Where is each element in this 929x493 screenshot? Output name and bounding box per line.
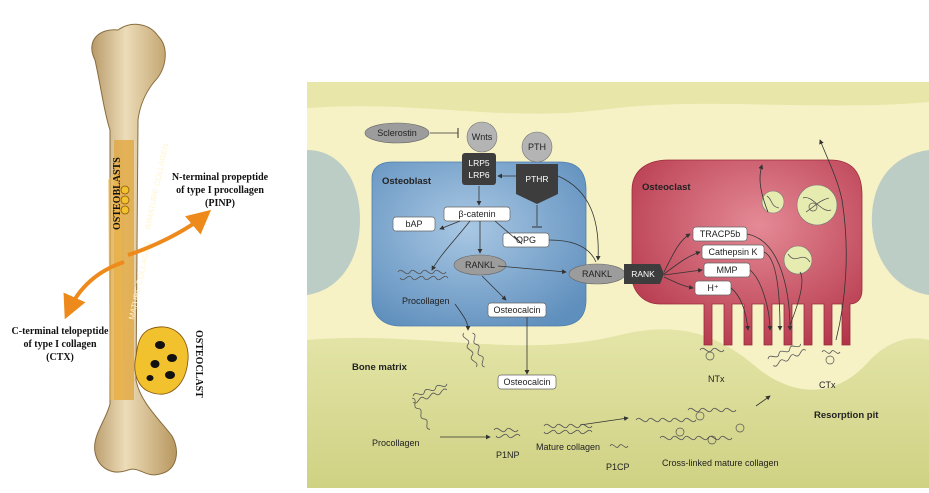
p1cp-label: P1CP [606,462,630,472]
procollagen-matrix-label: Procollagen [372,438,420,448]
sclerostin-node: Sclerostin [364,122,430,144]
svg-text:β-catenin: β-catenin [458,209,495,219]
cathepsin-node: Cathepsin K [701,244,765,260]
svg-text:LRP5: LRP5 [468,158,490,168]
svg-text:Cathepsin K: Cathepsin K [708,247,757,257]
svg-text:LRP6: LRP6 [468,170,490,180]
svg-text:MMP: MMP [717,265,738,275]
svg-text:RANKL: RANKL [465,260,495,270]
resorption-pit-label: Resorption pit [814,410,879,421]
svg-text:Wnts: Wnts [472,132,493,142]
matrix-collagen-coils [411,332,841,448]
pinp-line2: of type I procollagen [176,185,264,196]
osteocalcin-cell-node: Osteocalcin [487,302,547,318]
procollagen-coil-cell [397,269,447,275]
pinp-arrow [127,209,212,257]
pathway-arrows [431,139,847,440]
svg-text:bAP: bAP [405,219,422,229]
opg-node: OPG [502,232,550,248]
svg-text:TRACP5b: TRACP5b [700,229,741,239]
svg-text:RANK: RANK [631,269,655,279]
osteoblast-cell [371,161,587,327]
bone-illustration [91,23,189,476]
osteoclast-vesicles [761,184,838,275]
ctx-line2: of type I collagen [23,339,96,350]
immature-collagen-text: IMMATURE COLLAGEN [143,142,170,230]
pinp-line3: (PINP) [205,198,235,209]
lrp-receptor: LRP5 LRP6 [462,153,496,185]
ctx-arrow [63,260,125,320]
svg-text:Osteocalcin: Osteocalcin [503,377,550,387]
rankl-inner-node: RANKL [453,254,507,276]
hplus-node: H⁺ [694,280,732,296]
svg-text:Osteocalcin: Osteocalcin [493,305,540,315]
crosslinked-collagen-label: Cross-linked mature collagen [662,458,779,468]
pinp-line1: N-terminal propeptide [172,172,269,183]
pthr-receptor: PTHR [516,164,558,204]
pth-node: PTH [521,131,553,163]
ctx-matrix-label: CTx [819,380,836,390]
rank-receptor: RANK [624,264,664,284]
ntx-label: NTx [708,374,725,384]
rankl-outer-node: RANKL [568,263,626,285]
osteoclast-label: OSTEOCLAST [193,330,204,398]
osteoblast-title: Osteoblast [382,176,432,187]
osteocalcin-matrix-node: Osteocalcin [497,374,557,390]
svg-text:Sclerostin: Sclerostin [377,128,417,138]
mature-collagen-label: Mature collagen [536,442,600,452]
bcatenin-node: β-catenin [443,206,511,222]
mmp-node: MMP [703,262,751,278]
bap-node: bAP [392,216,436,232]
ctx-line3: (CTX) [46,352,74,363]
procollagen-cell-label: Procollagen [402,296,450,306]
bone-matrix-label: Bone matrix [352,362,408,373]
right-panel-background [307,82,929,488]
svg-text:PTH: PTH [528,142,546,152]
svg-text:H⁺: H⁺ [707,283,718,293]
osteoblasts-label: OSTEOBLASTS [112,157,123,230]
wnts-node: Wnts [466,121,498,153]
svg-text:OPG: OPG [516,235,536,245]
ctx-line1: C-terminal telopeptide [12,326,109,337]
osteoclast-title: Osteoclast [642,182,691,193]
svg-text:RANKL: RANKL [582,269,612,279]
p1np-label: P1NP [496,450,520,460]
svg-text:PTHR: PTHR [525,174,548,184]
tracp5b-node: TRACP5b [692,226,748,242]
procollagen-coil-cell-2 [399,275,449,281]
